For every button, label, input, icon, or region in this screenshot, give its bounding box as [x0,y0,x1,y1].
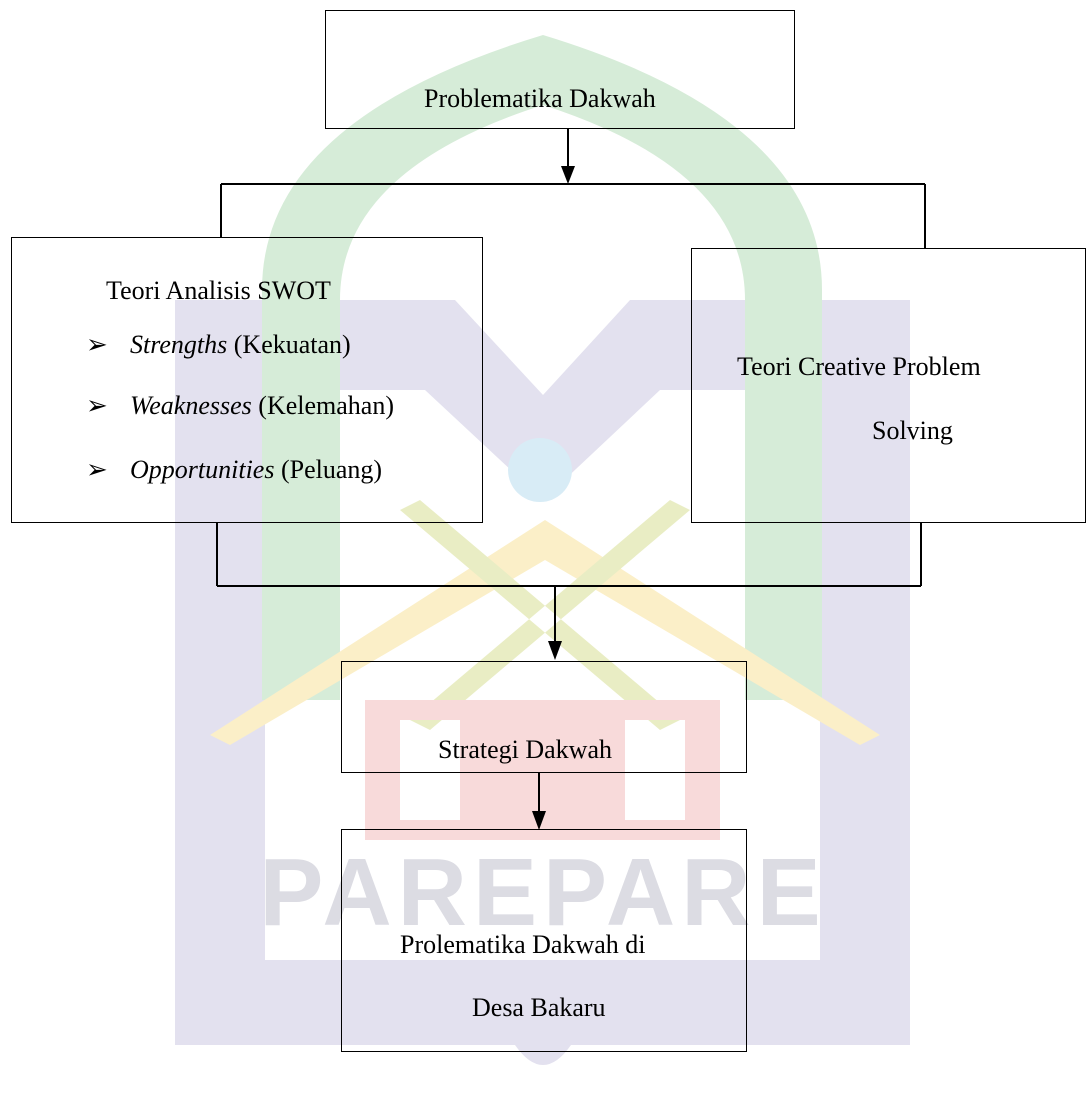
watermark-dome [262,35,822,700]
list-item: Weaknesses (Kelemahan) [130,393,394,419]
watermark-globe [508,438,572,502]
list-item: Opportunities (Peluang) [130,457,382,483]
node-teori-analisis-swot: Teori Analisis SWOT ➢ Strengths (Kekuata… [11,237,483,523]
watermark-book [365,700,720,840]
item-gloss: (Peluang) [280,455,383,484]
node-teori-creative-problem-solving: Teori Creative Problem Solving [691,248,1086,523]
watermark-text: PAREPARE [259,839,826,946]
arrowhead-down [532,811,546,830]
watermark-drop [515,1045,571,1065]
list-item: Strengths (Kekuatan) [130,332,351,358]
node-title: Teori Analisis SWOT [106,276,331,305]
arrow-bullet-icon: ➢ [86,330,108,359]
node-prolematika-dakwah-desa-bakaru: Prolematika Dakwah di Desa Bakaru [341,829,747,1052]
arrowhead-down [561,166,575,184]
node-strategi-dakwah: Strategi Dakwah [341,661,747,773]
node-line1: Prolematika Dakwah di [400,930,646,959]
arrow-bullet-icon: ➢ [86,455,108,484]
item-term: Strengths [130,330,228,359]
item-gloss: (Kekuatan) [233,330,351,359]
node-label: Problematika Dakwah [424,84,656,113]
arrow-bullet-icon: ➢ [86,391,108,420]
node-line1: Teori Creative Problem [737,352,981,381]
item-term: Opportunities [130,455,275,484]
item-term: Weaknesses [130,391,252,420]
item-gloss: (Kelemahan) [258,391,394,420]
watermark-cross [400,500,690,730]
node-line2: Desa Bakaru [472,993,606,1022]
arrowhead-down [548,641,562,660]
node-label: Strategi Dakwah [438,735,613,764]
node-problematika-dakwah: Problematika Dakwah [325,10,795,129]
node-line2: Solving [872,416,953,445]
